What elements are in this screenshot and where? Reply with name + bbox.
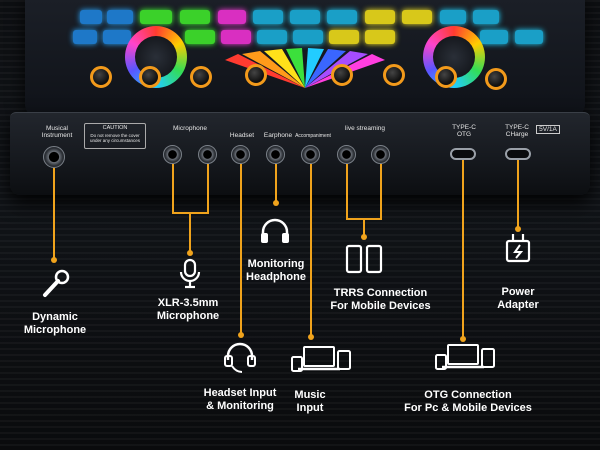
power-adapter-icon bbox=[503, 232, 533, 264]
live-streaming-jack-2 bbox=[371, 145, 390, 164]
knob bbox=[331, 64, 353, 86]
connector-line bbox=[380, 164, 382, 220]
connector-dot bbox=[460, 336, 466, 342]
pad bbox=[365, 30, 395, 44]
connector-dot bbox=[238, 332, 244, 338]
pad bbox=[329, 30, 359, 44]
microphone-jack-2 bbox=[198, 145, 217, 164]
typec-charge-label: TYPE-C CHarge bbox=[505, 124, 529, 138]
knob bbox=[190, 66, 212, 88]
connector-line bbox=[310, 164, 312, 336]
caution-sticker: CAUTION Do not remove the cover under an… bbox=[84, 123, 146, 149]
connector-dot bbox=[515, 226, 521, 232]
connector-dot bbox=[51, 257, 57, 263]
knob bbox=[139, 66, 161, 88]
pad bbox=[253, 10, 283, 24]
led-fan-display bbox=[225, 48, 385, 88]
knob bbox=[90, 66, 112, 88]
typec-otg-port bbox=[450, 148, 476, 160]
microphone-jack-1 bbox=[163, 145, 182, 164]
accompaniment-label: Accompaniment bbox=[295, 133, 331, 139]
headset-label: Headset bbox=[229, 132, 255, 139]
headset-input-label: Headset Input & Monitoring bbox=[203, 387, 277, 412]
pad bbox=[290, 10, 320, 24]
connector-line bbox=[363, 218, 365, 236]
knob bbox=[245, 64, 267, 86]
earphone-label: Earphone bbox=[263, 132, 293, 139]
headphone-icon bbox=[259, 217, 291, 245]
phones-icon bbox=[345, 244, 385, 274]
headset-icon bbox=[222, 340, 258, 374]
instrument-label: Musical Instrument bbox=[41, 125, 73, 139]
music-input-label: Music Input bbox=[294, 389, 326, 414]
pad bbox=[257, 30, 287, 44]
live-streaming-jack-1 bbox=[337, 145, 356, 164]
accompaniment-jack bbox=[301, 145, 320, 164]
pad bbox=[185, 30, 215, 44]
knob bbox=[485, 68, 507, 90]
live-streaming-label: live streaming bbox=[344, 125, 386, 132]
connector-line bbox=[189, 212, 191, 252]
connector-dot bbox=[361, 234, 367, 240]
pad bbox=[365, 10, 395, 24]
instrument-jack bbox=[43, 146, 65, 168]
connector-line bbox=[207, 164, 209, 214]
pad bbox=[73, 30, 97, 44]
knob bbox=[383, 64, 405, 86]
connector-line bbox=[462, 160, 464, 338]
pad bbox=[473, 10, 499, 24]
connector-dot bbox=[187, 250, 193, 256]
pad bbox=[180, 10, 210, 24]
dynamic-microphone-label: Dynamic Microphone bbox=[23, 311, 87, 336]
connector-line bbox=[53, 168, 55, 260]
connector-line bbox=[240, 164, 242, 334]
trrs-connection-label: TRRS Connection For Mobile Devices bbox=[330, 287, 431, 312]
pad bbox=[107, 10, 133, 24]
typec-charge-port bbox=[505, 148, 531, 160]
pad bbox=[293, 30, 323, 44]
earphone-jack bbox=[266, 145, 285, 164]
pad bbox=[440, 10, 466, 24]
pad bbox=[480, 30, 508, 44]
headset-jack bbox=[231, 145, 250, 164]
pad bbox=[140, 10, 172, 24]
connector-line bbox=[172, 164, 174, 214]
pad bbox=[103, 30, 131, 44]
connector-line bbox=[275, 164, 277, 202]
connector-line bbox=[517, 160, 519, 228]
power-adapter-label: Power Adapter bbox=[497, 286, 539, 311]
microphone-handheld-icon bbox=[40, 268, 72, 300]
charge-rating-badge: 5V/1A bbox=[536, 125, 560, 134]
typec-otg-label: TYPE-C OTG bbox=[452, 124, 476, 138]
connector-line bbox=[346, 164, 348, 220]
connector-dot bbox=[308, 334, 314, 340]
microphone-icon bbox=[177, 258, 203, 290]
pad bbox=[327, 10, 357, 24]
pad bbox=[515, 30, 543, 44]
otg-devices-icon bbox=[434, 343, 500, 373]
pad bbox=[221, 30, 251, 44]
xlr-microphone-label: XLR-3.5mm Microphone bbox=[156, 297, 220, 322]
connector-dot bbox=[273, 200, 279, 206]
monitoring-headphone-label: Monitoring Headphone bbox=[246, 258, 306, 283]
caution-text: Do not remove the cover under any circum… bbox=[89, 133, 141, 143]
microphone-label: Microphone bbox=[173, 125, 207, 132]
pad bbox=[80, 10, 102, 24]
devices-icon bbox=[290, 345, 356, 375]
pad bbox=[402, 10, 432, 24]
sound-card-top bbox=[25, 0, 585, 118]
caution-title: CAUTION bbox=[102, 125, 128, 131]
otg-connection-label: OTG Connection For Pc & Mobile Devices bbox=[404, 389, 532, 414]
knob bbox=[435, 66, 457, 88]
sound-card-front-panel bbox=[10, 112, 590, 195]
pad bbox=[218, 10, 246, 24]
